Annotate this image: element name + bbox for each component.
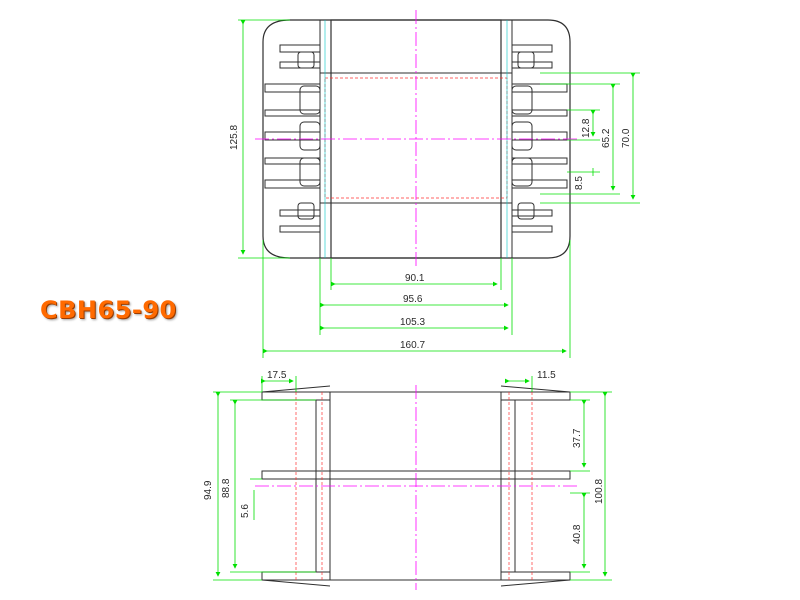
left-fins [264,44,321,233]
dim-pin-offset: 8.5 [574,176,585,190]
dim-window-width-outer: 95.6 [403,294,423,305]
dim-lower-section: 40.8 [572,524,583,544]
dim-pin-pitch: 12.8 [581,118,592,138]
top-view: 125.8 90.1 95.6 105.3 160.7 70.0 65.2 12… [229,10,640,358]
dim-overall-width: 160.7 [400,340,425,351]
side-view: 17.5 11.5 94.9 88.8 5.6 37.7 40.8 100.8 [203,370,612,590]
dim-center-offset: 5.6 [240,504,251,518]
dim-window-width-inner: 90.1 [405,273,425,284]
dim-pin-row-height: 70.0 [621,128,632,148]
dim-right-tab-width: 11.5 [537,370,556,381]
dim-overall-height: 125.8 [229,125,240,150]
right-fins [511,44,568,233]
model-title: CBH65-90 [40,296,177,324]
top-view-outline [262,19,571,259]
dim-upper-section: 37.7 [572,428,583,448]
dim-overall-height-outer: 94.9 [203,480,214,500]
dim-overall-height-inner: 88.8 [221,478,232,498]
dim-pin-span: 65.2 [601,128,612,148]
dim-flange-width: 105.3 [400,317,425,328]
dim-left-tab-width: 17.5 [267,370,287,381]
dim-overall-depth: 100.8 [594,479,605,504]
